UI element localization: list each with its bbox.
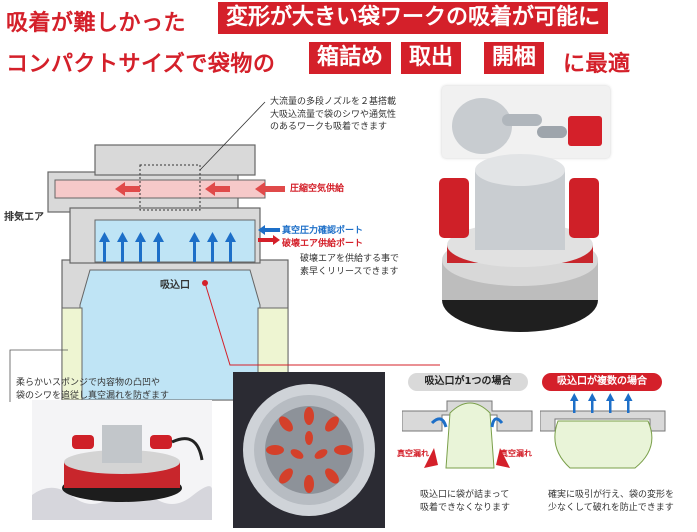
product-photo (439, 154, 599, 332)
sponge-note-line1: 柔らかいスポンジで内容物の凸凹や (16, 378, 161, 388)
product-photo-on-bag (32, 400, 212, 520)
bag-shape-multi (554, 420, 653, 469)
cross-section-diagram (9, 101, 440, 402)
single-port-diagram (402, 400, 533, 469)
single-port-title: 吸込口が1つの場合 (408, 373, 528, 391)
compressed-air-label: 圧縮空気供給 (290, 184, 345, 194)
vacuum-port-label: 真空圧力確認ポート (282, 226, 364, 236)
nozzle-note-line3: のあるワークも吸着できます (270, 122, 388, 132)
product-handle-left (439, 178, 469, 238)
exhaust-label: 排気エア (4, 212, 44, 223)
break-air-arrow (258, 235, 280, 245)
single-caption-line2: 吸着できなくなります (420, 503, 511, 513)
suction-holes (266, 407, 352, 493)
vacuum-port-arrow (258, 225, 280, 235)
suction-arrows (99, 232, 236, 262)
headline-line2-prefix: コンパクトサイズで袋物の (6, 52, 276, 77)
headline-line1-highlight: 変形が大きい袋ワークの吸着が可能に (218, 2, 609, 34)
leak-label-left: 真空漏れ (397, 449, 429, 458)
tag-removal: 取出 (401, 42, 462, 74)
nozzle-note-line1: 大流量の多段ノズルを２基搭載 (270, 97, 397, 107)
leak-label-right: 真空漏れ (500, 449, 532, 458)
compressed-air-arrows (115, 182, 285, 196)
headline-line1-prefix: 吸着が難しかった (6, 11, 187, 36)
break-air-label: 破壊エア供給ポート (282, 239, 364, 249)
multi-caption-line1: 確実に吸引が行え、袋の変形を (548, 490, 675, 500)
nozzle-highlight (139, 164, 201, 211)
detail-photo (442, 86, 610, 158)
suction-port-leader (204, 282, 440, 366)
release-note-line2: 素早くリリースできます (300, 267, 399, 277)
tag-boxing: 箱詰め (309, 42, 392, 74)
headline-line2-suffix: に最適 (563, 52, 631, 77)
multi-caption-line2: 少なくして破れを防止できます (548, 503, 674, 513)
sponge-leader (9, 349, 68, 402)
air-channel (54, 179, 266, 199)
release-note-line1: 破壊エアを供給する事で (300, 254, 400, 264)
body-top (94, 144, 256, 176)
suction-face-photo (233, 372, 385, 528)
nozzle-note-line2: 大吸込流量で袋のシワや通気性 (270, 110, 397, 120)
multi-port-diagram (540, 393, 666, 469)
nozzle-leader (199, 101, 266, 171)
product-handle-right (569, 178, 599, 238)
tag-unpacking: 開梱 (484, 42, 545, 74)
bag-shape-single (445, 402, 495, 469)
suction-port-label: 吸込口 (160, 280, 190, 291)
nozzle-detail-illustration (452, 98, 602, 154)
sponge-note-line2: 袋のシワを追従し真空漏れを防ぎます (16, 391, 170, 401)
single-caption-line1: 吸込口に袋が詰まって (420, 490, 510, 500)
multi-port-title: 吸込口が複数の場合 (542, 373, 662, 391)
